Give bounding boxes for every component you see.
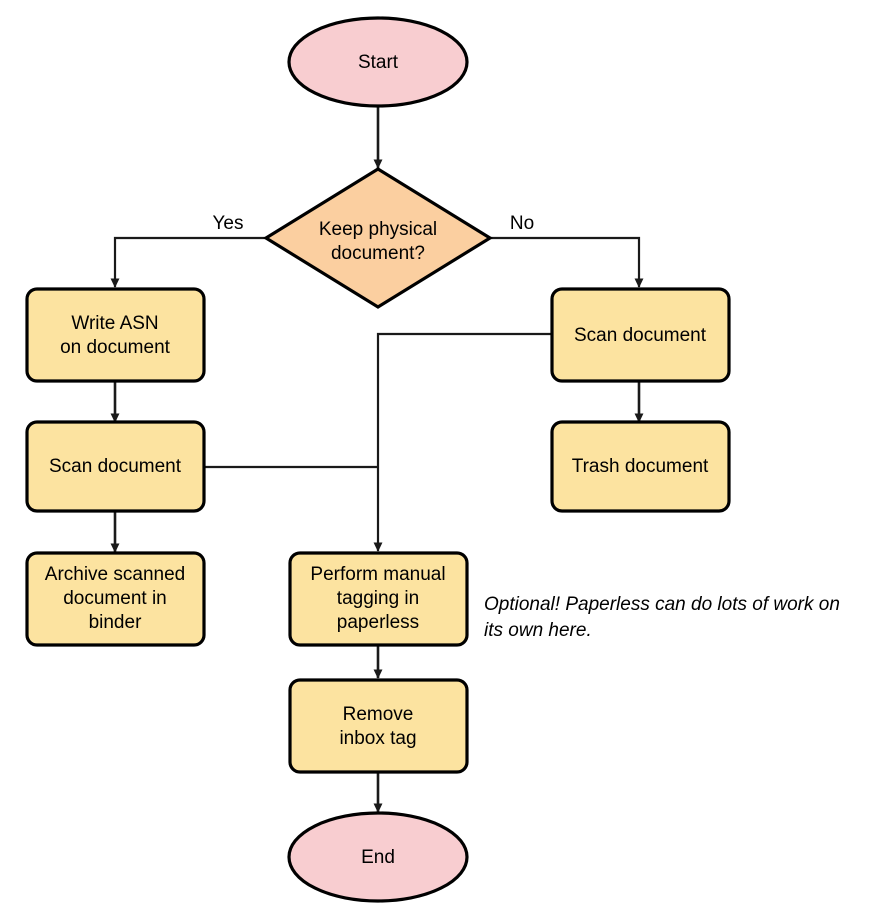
node-write-asn-on-document[interactable]: Write ASN on document bbox=[25, 287, 206, 383]
decision-diamond-shape bbox=[262, 167, 494, 309]
annotation-optional-paperless: Optional! Paperless can do lots of work … bbox=[484, 594, 840, 641]
write-asn-box-shape bbox=[25, 287, 206, 383]
trash-document-box-shape bbox=[550, 420, 731, 513]
tagging-label-line1: Perform manual bbox=[310, 564, 445, 585]
remove-inbox-tag-box-shape bbox=[288, 678, 469, 774]
archive-label-line3: binder bbox=[89, 612, 142, 633]
write-asn-label-line2: on document bbox=[60, 337, 171, 358]
end-ellipse-shape bbox=[287, 811, 469, 903]
archive-label-line2: document in bbox=[63, 588, 167, 609]
node-scan-document-left[interactable]: Scan document bbox=[25, 420, 206, 513]
scan-document-right-label: Scan document bbox=[574, 325, 707, 346]
scan-document-left-box-shape bbox=[25, 420, 206, 513]
node-trash-document[interactable]: Trash document bbox=[550, 420, 731, 513]
node-end[interactable]: End bbox=[287, 811, 469, 903]
start-ellipse-shape bbox=[287, 16, 469, 108]
edge-decision-no-to-scan-right bbox=[490, 236, 644, 288]
edge-label-yes: Yes bbox=[213, 213, 244, 234]
tagging-label-line3: paperless bbox=[337, 612, 419, 633]
scan-document-left-label: Scan document bbox=[49, 456, 182, 477]
remove-inbox-tag-label-line2: inbox tag bbox=[339, 728, 416, 749]
trash-document-label: Trash document bbox=[572, 456, 709, 477]
decision-label-line1: Keep physical bbox=[319, 219, 437, 240]
end-label: End bbox=[361, 847, 395, 868]
scan-document-right-box-shape bbox=[550, 287, 731, 383]
archive-box-shape bbox=[25, 551, 206, 647]
tagging-label-line2: tagging in bbox=[337, 588, 419, 609]
edge-scan-right-to-tagging bbox=[373, 332, 552, 552]
start-label: Start bbox=[358, 52, 399, 73]
annotation-line2: its own here. bbox=[484, 620, 592, 641]
tagging-box-shape bbox=[288, 551, 469, 647]
node-perform-manual-tagging[interactable]: Perform manual tagging in paperless bbox=[288, 551, 469, 647]
edge-label-no: No bbox=[510, 213, 534, 234]
node-remove-inbox-tag[interactable]: Remove inbox tag bbox=[288, 678, 469, 774]
node-start[interactable]: Start bbox=[287, 16, 469, 108]
remove-inbox-tag-label-line1: Remove bbox=[343, 704, 414, 725]
annotation-line1: Optional! Paperless can do lots of work … bbox=[484, 594, 840, 615]
node-scan-document-right[interactable]: Scan document bbox=[550, 287, 731, 383]
write-asn-label-line1: Write ASN bbox=[71, 313, 158, 334]
decision-label-line2: document? bbox=[331, 243, 425, 264]
archive-label-line1: Archive scanned bbox=[45, 564, 185, 585]
edge-decision-yes-to-write-asn bbox=[110, 236, 266, 288]
node-archive-scanned-document[interactable]: Archive scanned document in binder bbox=[25, 551, 206, 647]
node-decision-keep-physical-document[interactable]: Keep physical document? bbox=[262, 167, 494, 309]
